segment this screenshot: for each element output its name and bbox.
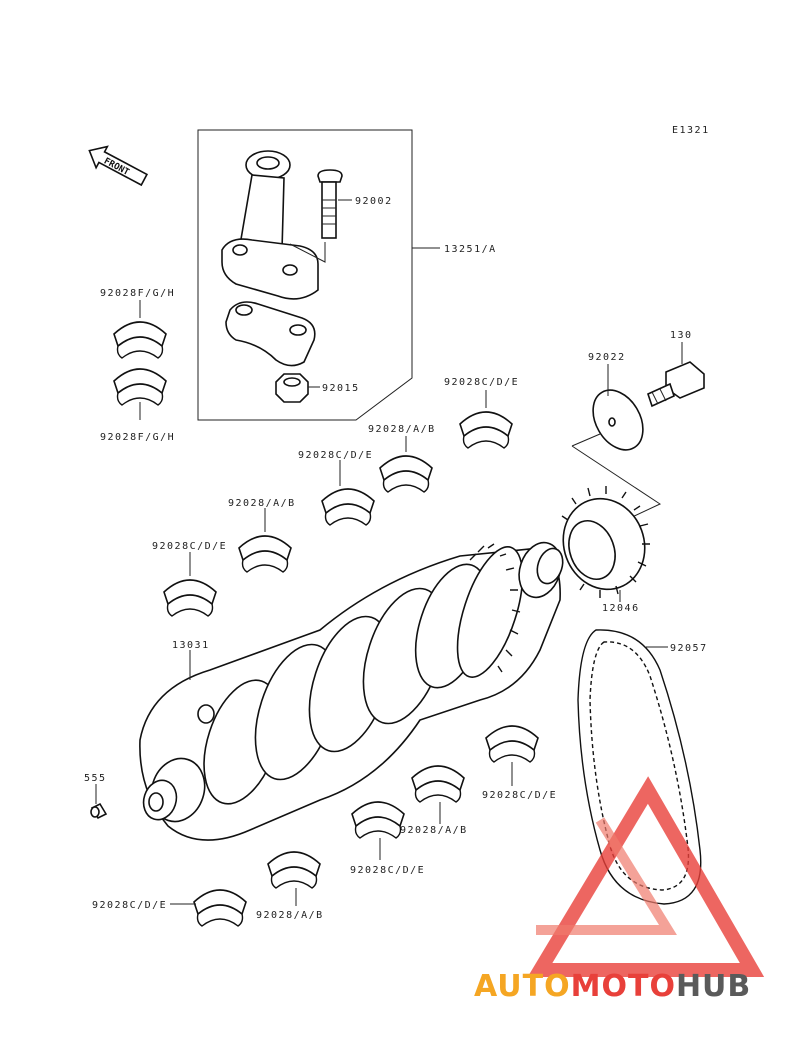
- label-92028fgh-bottom: 92028F/G/H: [100, 432, 175, 443]
- label-13251a: 13251/A: [444, 244, 497, 255]
- bearing-cde-5-icon: [351, 801, 405, 839]
- bearing-cde-6-icon: [193, 889, 247, 927]
- label-92028cde-4: 92028C/D/E: [482, 790, 557, 801]
- label-92028cde-2: 92028C/D/E: [298, 450, 373, 461]
- cam-chain-icon: [577, 629, 702, 905]
- watermark-hub: HUB: [676, 969, 751, 1004]
- label-13031: 13031: [172, 640, 210, 651]
- label-92028ab-4: 92028/A/B: [256, 910, 324, 921]
- label-92015: 92015: [322, 383, 360, 394]
- rod-nut-icon: [275, 373, 309, 403]
- pin-icon: [90, 802, 108, 820]
- connecting-rod-icon: [221, 150, 319, 300]
- rod-bolt-icon: [317, 169, 343, 239]
- connecting-rod-assembly: 13251/A 92002: [197, 129, 497, 421]
- label-92057: 92057: [670, 643, 708, 654]
- label-92028cde-1: 92028C/D/E: [444, 377, 519, 388]
- bearing-ab-2-icon: [238, 535, 292, 573]
- label-92028ab-1: 92028/A/B: [368, 424, 436, 435]
- watermark-logo: AUTOMOTOHUB: [474, 776, 765, 1004]
- bolt-130-icon: [647, 361, 705, 408]
- bearing-cde-2-icon: [321, 488, 375, 526]
- label-555: 555: [84, 773, 107, 784]
- label-12046: 12046: [602, 603, 640, 614]
- bearing-ab-3-icon: [411, 765, 465, 803]
- label-92028fgh-top: 92028F/G/H: [100, 288, 175, 299]
- bearing-ab-4-icon: [267, 851, 321, 889]
- bearing-cde-3-icon: [163, 579, 217, 617]
- label-92028cde-5: 92028C/D/E: [350, 865, 425, 876]
- watermark-auto: AUTO: [474, 969, 571, 1004]
- bearing-fgh-bottom-icon: [113, 368, 167, 406]
- label-92028ab-2: 92028/A/B: [228, 498, 296, 509]
- bearing-cde-1-icon: [459, 411, 513, 449]
- front-arrow-icon: FRONT: [88, 145, 149, 187]
- label-92028cde-6: 92028C/D/E: [92, 900, 167, 911]
- sprocket-icon: [561, 486, 650, 598]
- bearing-cde-4-icon: [485, 725, 539, 763]
- label-92022: 92022: [588, 352, 626, 363]
- washer-icon: [592, 389, 644, 451]
- label-92028cde-3: 92028C/D/E: [152, 541, 227, 552]
- crankshaft-icon: [139, 541, 564, 841]
- label-92002: 92002: [355, 196, 393, 207]
- watermark-moto: MOTO: [571, 969, 676, 1004]
- bearing-ab-1-icon: [379, 455, 433, 493]
- label-130: 130: [670, 330, 693, 341]
- rod-cap-icon: [225, 301, 316, 367]
- bearing-fgh-top-icon: [113, 321, 167, 359]
- diagram-code: E1321: [672, 125, 710, 136]
- watermark-text: AUTOMOTOHUB: [474, 969, 751, 1004]
- label-92028ab-3: 92028/A/B: [400, 825, 468, 836]
